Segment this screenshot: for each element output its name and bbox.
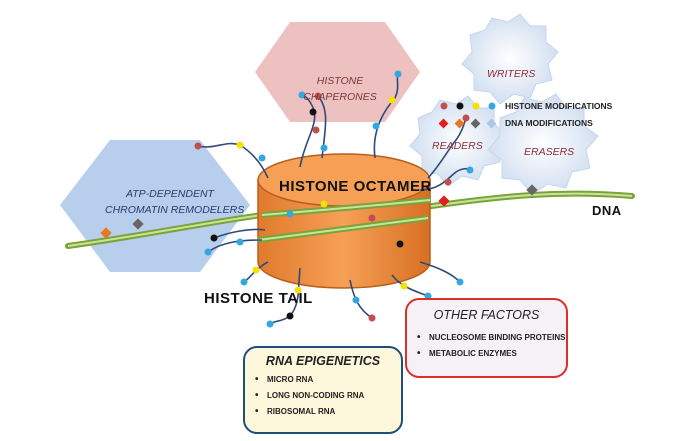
chaperones-line-1: HISTONE — [316, 75, 364, 87]
histone-modifications-label: HISTONE MODIFICATIONS — [505, 101, 613, 111]
rna-epigenetics-title: RNA EPIGENETICS — [265, 354, 381, 368]
rna-item: LONG NON-CODING RNA — [255, 388, 401, 404]
dna-wrap — [257, 197, 431, 243]
other-factors-box: OTHER FACTORS NUCLEOSOME BINDING PROTEIN… — [405, 298, 568, 378]
rna-epigenetics-list: MICRO RNA LONG NON-CODING RNA RIBOSOMAL … — [245, 372, 401, 420]
erasers-cog — [487, 93, 599, 195]
writers-cog — [461, 13, 559, 105]
atp-remodelers-label: ATP-DEPENDENT CHROMATIN REMODELERS — [105, 186, 245, 218]
erasers-label: ERASERS — [524, 146, 575, 158]
chaperone-hexagon — [255, 22, 420, 122]
histone-octamer-label: HISTONE OCTAMER — [279, 178, 432, 195]
readers-label: READERS — [432, 140, 483, 152]
dna-marks — [100, 184, 538, 239]
rna-item: MICRO RNA — [255, 372, 401, 388]
legend-histone-dots — [440, 102, 496, 110]
dna-modifications-label: DNA MODIFICATIONS — [505, 118, 593, 128]
octamer-marks — [286, 200, 404, 248]
tail-marks — [194, 70, 474, 328]
other-factors-item: METABOLIC ENZYMES — [417, 346, 566, 362]
rna-epigenetics-box: RNA EPIGENETICS MICRO RNA LONG NON-CODIN… — [243, 346, 403, 434]
histone-chaperones-label: HISTONE CHAPERONES — [300, 73, 380, 105]
remodelers-line-2: CHROMATIN REMODELERS — [105, 204, 245, 216]
rna-item: RIBOSOMAL RNA — [255, 404, 401, 420]
readers-cog — [409, 95, 507, 187]
histone-tail-label: HISTONE TAIL — [204, 290, 313, 307]
other-factors-item: NUCLEOSOME BINDING PROTEINS — [417, 330, 566, 346]
dna-strand — [65, 190, 635, 249]
dna-label: DNA — [592, 203, 622, 218]
other-factors-list: NUCLEOSOME BINDING PROTEINS METABOLIC EN… — [407, 330, 566, 362]
other-factors-title: OTHER FACTORS — [433, 308, 540, 322]
chaperones-line-2: CHAPERONES — [303, 91, 377, 103]
writers-label: WRITERS — [487, 68, 536, 80]
remodelers-line-1: ATP-DEPENDENT — [126, 188, 214, 200]
